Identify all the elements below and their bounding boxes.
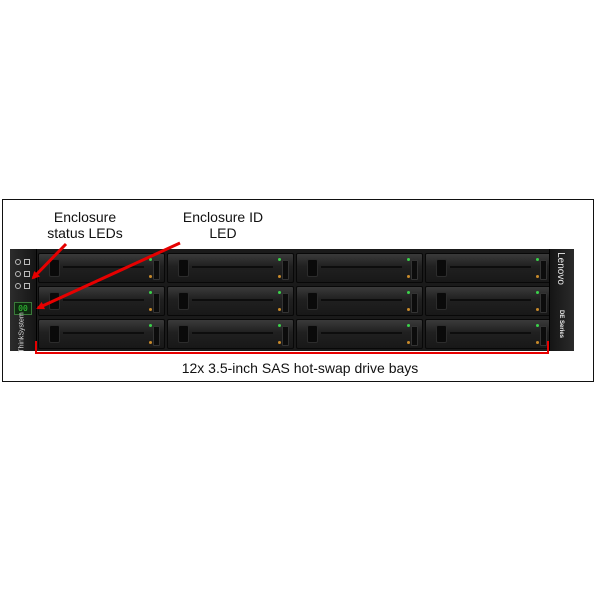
- drive-bay[interactable]: [167, 286, 294, 316]
- storage-enclosure: 00 ThinkSystem Lenovo DE Series: [10, 249, 574, 353]
- drive-grip: [49, 292, 60, 310]
- service-led-icon: [24, 283, 30, 289]
- drive-bays-caption: 12x 3.5-inch SAS hot-swap drive bays: [181, 360, 419, 376]
- drive-latch[interactable]: [153, 326, 160, 346]
- drive-bay[interactable]: [167, 253, 294, 283]
- drive-vent: [321, 332, 402, 334]
- drive-grip: [307, 259, 318, 277]
- drive-bay[interactable]: [425, 253, 552, 283]
- drive-activity-led: [407, 324, 410, 327]
- drive-grip: [178, 259, 189, 277]
- drive-activity-led: [536, 291, 539, 294]
- drive-vent: [192, 299, 273, 301]
- drive-vent: [192, 332, 273, 334]
- brand-logo: Lenovo: [554, 252, 566, 285]
- drive-fault-led: [536, 341, 539, 344]
- drive-vent: [321, 299, 402, 301]
- drive-fault-led: [407, 308, 410, 311]
- drive-fault-led: [536, 275, 539, 278]
- drive-bay[interactable]: [38, 253, 165, 283]
- drive-vent: [450, 299, 531, 301]
- drive-latch[interactable]: [540, 326, 547, 346]
- drive-fault-led: [149, 341, 152, 344]
- drive-latch[interactable]: [411, 326, 418, 346]
- callout-id-line-1: Enclosure ID: [182, 209, 264, 225]
- drive-fault-led: [278, 341, 281, 344]
- fault-led-icon: [24, 259, 30, 265]
- drive-activity-led: [278, 324, 281, 327]
- drive-fault-led: [407, 341, 410, 344]
- drive-activity-led: [536, 324, 539, 327]
- callout-enclosure-id-led: Enclosure ID LED: [168, 209, 278, 241]
- drive-fault-led: [407, 275, 410, 278]
- drive-latch[interactable]: [282, 293, 289, 313]
- series-label: DE Series: [558, 309, 565, 339]
- drive-bays-bracket: [35, 341, 549, 354]
- drive-latch[interactable]: [411, 293, 418, 313]
- drive-grip: [436, 259, 447, 277]
- drive-grip: [307, 292, 318, 310]
- drive-vent: [450, 332, 531, 334]
- right-ear-panel: Lenovo DE Series: [549, 249, 574, 351]
- drive-fault-led: [278, 308, 281, 311]
- callout-status-line-2: status LEDs: [47, 225, 123, 241]
- power-led-icon: [15, 259, 21, 265]
- drive-grip: [178, 325, 189, 343]
- left-ear-label: ThinkSystem: [18, 312, 26, 353]
- drive-bay[interactable]: [425, 319, 552, 349]
- drive-fault-led: [149, 275, 152, 278]
- drive-latch[interactable]: [282, 260, 289, 280]
- drive-bay[interactable]: [296, 319, 423, 349]
- drive-fault-led: [278, 275, 281, 278]
- drive-latch[interactable]: [282, 326, 289, 346]
- power-status-icon: [15, 283, 21, 289]
- left-ear-panel: 00 ThinkSystem: [10, 249, 37, 353]
- drive-activity-led: [278, 258, 281, 261]
- drive-bay[interactable]: [38, 319, 165, 349]
- drive-activity-led: [149, 324, 152, 327]
- drive-grip: [49, 325, 60, 343]
- drive-bay[interactable]: [167, 319, 294, 349]
- drive-vent: [63, 266, 144, 268]
- drive-vent: [321, 266, 402, 268]
- drive-grip: [436, 292, 447, 310]
- enclosure-id-display: 00: [14, 302, 32, 315]
- drive-grip: [178, 292, 189, 310]
- drive-bay[interactable]: [425, 286, 552, 316]
- drive-grip: [436, 325, 447, 343]
- callout-enclosure-status-leds: Enclosure status LEDs: [38, 209, 132, 241]
- drive-latch[interactable]: [540, 260, 547, 280]
- callout-id-line-2: LED: [209, 225, 237, 241]
- drive-activity-led: [407, 258, 410, 261]
- locate-led-icon: [15, 271, 21, 277]
- drive-latch[interactable]: [153, 293, 160, 313]
- drive-vent: [63, 332, 144, 334]
- drive-bay[interactable]: [296, 253, 423, 283]
- drive-bay[interactable]: [38, 286, 165, 316]
- drive-activity-led: [278, 291, 281, 294]
- drive-grip: [307, 325, 318, 343]
- drive-vent: [63, 299, 144, 301]
- drive-vent: [192, 266, 273, 268]
- drive-latch[interactable]: [411, 260, 418, 280]
- drive-activity-led: [149, 291, 152, 294]
- drive-activity-led: [407, 291, 410, 294]
- drive-fault-led: [536, 308, 539, 311]
- drive-latch[interactable]: [540, 293, 547, 313]
- drive-bay[interactable]: [296, 286, 423, 316]
- drive-fault-led: [149, 308, 152, 311]
- drive-grip: [49, 259, 60, 277]
- drive-latch[interactable]: [153, 260, 160, 280]
- drive-vent: [450, 266, 531, 268]
- drive-activity-led: [149, 258, 152, 261]
- attention-led-icon: [24, 271, 30, 277]
- drive-activity-led: [536, 258, 539, 261]
- callout-status-line-1: Enclosure: [53, 209, 117, 225]
